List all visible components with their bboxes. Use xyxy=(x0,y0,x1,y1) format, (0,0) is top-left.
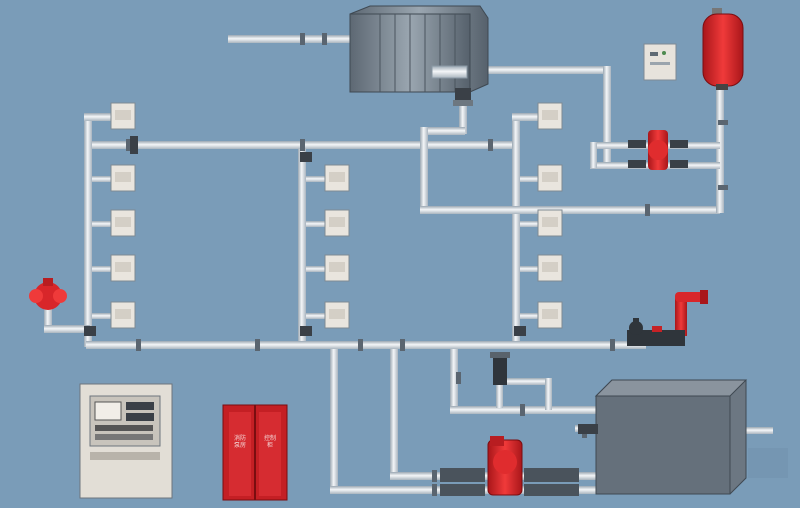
booster-pump xyxy=(628,130,688,170)
hydrant-box xyxy=(110,164,136,192)
hydrant-box xyxy=(110,209,136,237)
alarm-control-panel xyxy=(79,383,173,499)
cabinet-right-label: 控制柜 xyxy=(264,434,276,449)
hydrant-box xyxy=(537,301,563,329)
hydrant-box xyxy=(537,102,563,130)
hydrant-box xyxy=(110,301,136,329)
alarm-valve-icon xyxy=(490,352,510,385)
control-switch-box xyxy=(643,43,677,81)
watermark-smudge xyxy=(748,448,788,478)
hydrant-box xyxy=(537,164,563,192)
hydrant-box xyxy=(537,209,563,237)
hydrant-boxes xyxy=(110,102,563,329)
pressure-tank xyxy=(702,8,744,90)
pipe-valves xyxy=(84,136,526,336)
main-fire-pump xyxy=(440,436,579,496)
cabinet-left-label: 消防泵房 xyxy=(234,434,246,449)
hydrant-box xyxy=(324,164,350,192)
siamese-connection xyxy=(627,290,708,346)
hydrant-box xyxy=(537,254,563,282)
roof-water-tank xyxy=(349,5,489,93)
pump-control-cabinet: 消防泵房 控制柜 xyxy=(222,404,288,501)
hydrant-box xyxy=(324,254,350,282)
hydrant-box xyxy=(110,102,136,130)
pump-adapter-icon xyxy=(29,278,67,310)
hydrant-box xyxy=(324,301,350,329)
hydrant-box xyxy=(324,209,350,237)
hydrant-box xyxy=(110,254,136,282)
gate-valve-icon xyxy=(453,88,473,106)
fire-pool-tank xyxy=(578,379,748,495)
